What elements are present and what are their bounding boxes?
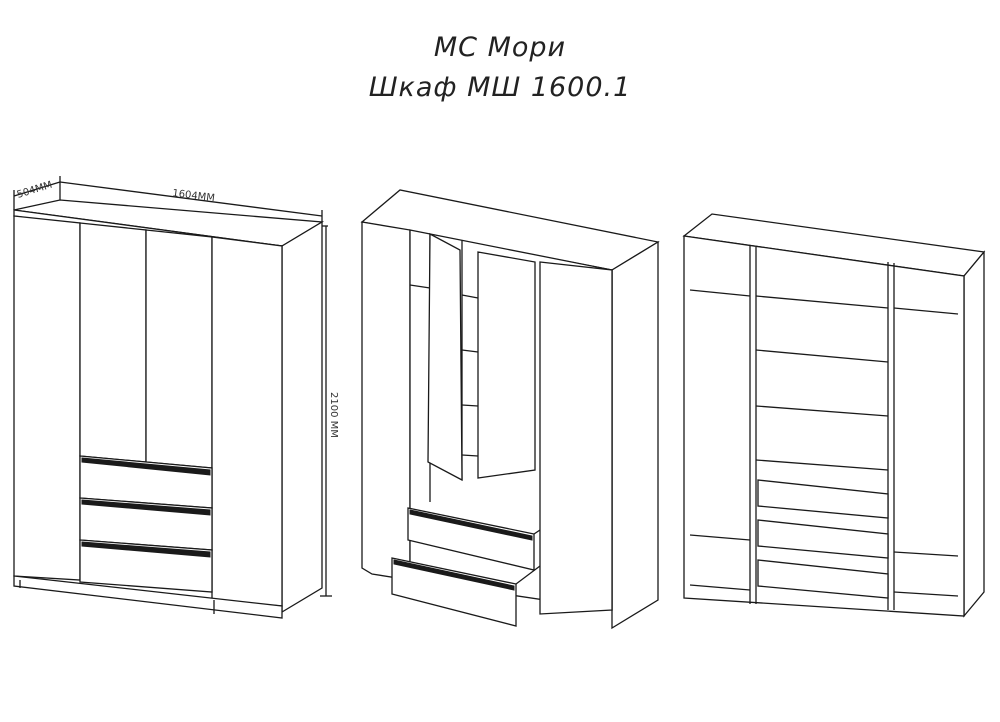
depth-dimension-label: 504ММ [16,180,54,201]
front-view [13,176,332,619]
open-doors-view [360,189,660,630]
model-title: Шкаф МШ 1600.1 [368,72,632,103]
width-dimension-label: 1604ММ [172,188,216,204]
height-dimension-label: 2100 ММ [328,392,339,438]
interior-view [682,213,986,618]
brand-title: МС Мори [433,32,567,63]
